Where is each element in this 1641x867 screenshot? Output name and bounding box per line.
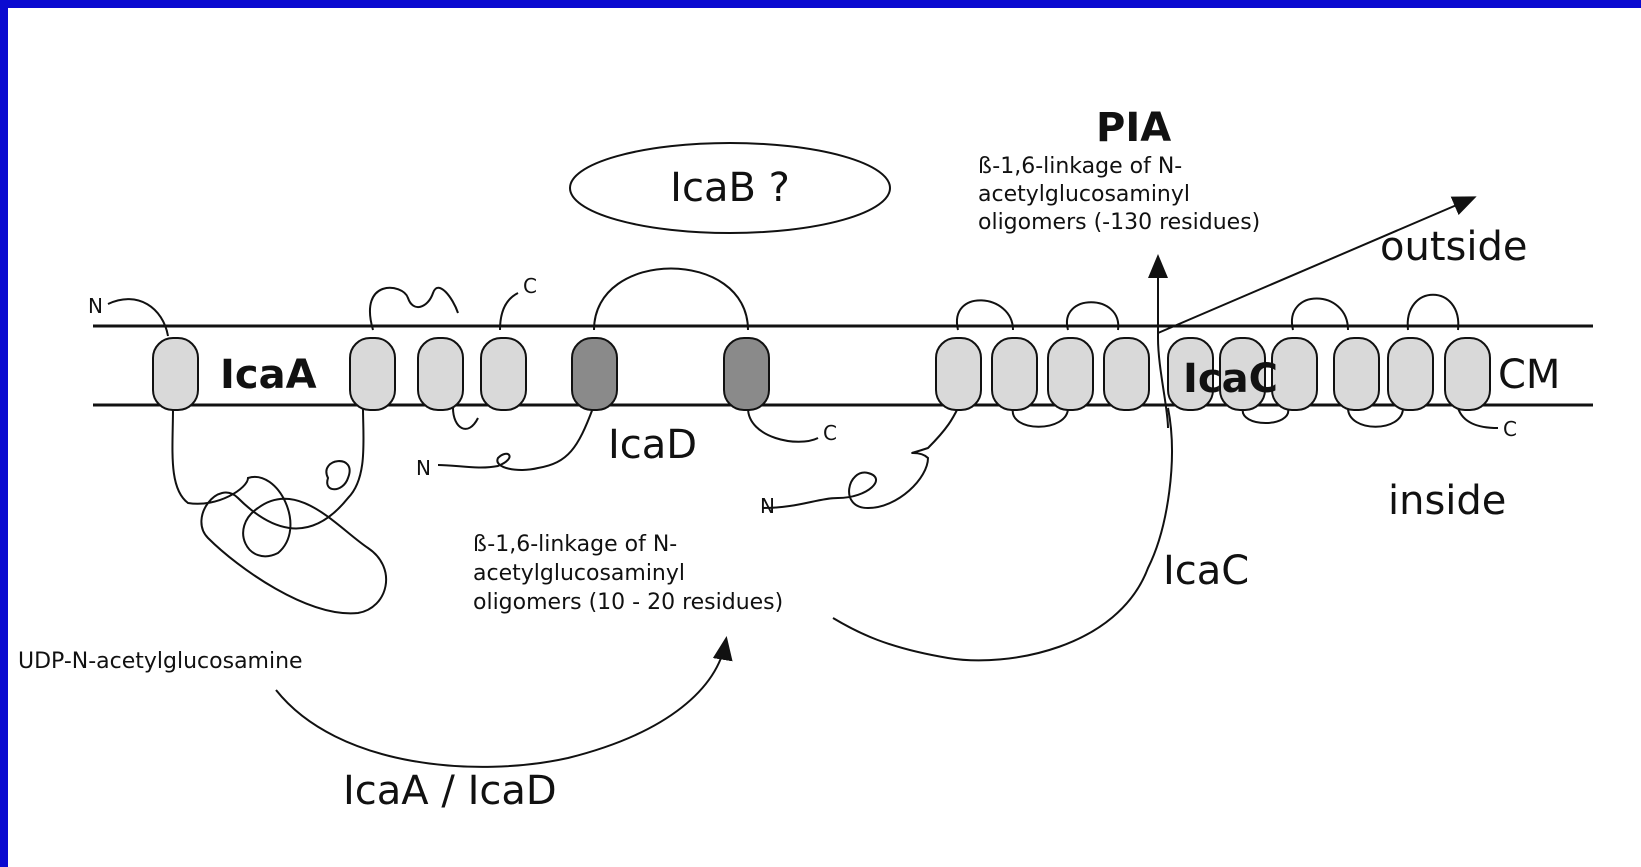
icab-ellipse <box>569 142 891 234</box>
icad-protein <box>437 267 819 471</box>
icaa-helix <box>480 337 527 411</box>
icac-helix <box>935 337 982 411</box>
icac-membrane-label: IcaC <box>1183 356 1278 402</box>
inside-label: inside <box>1388 478 1506 524</box>
icad-label: IcaD <box>608 422 697 468</box>
icab-label: IcaB ? <box>670 165 790 211</box>
udp-label: UDP-N-acetylglucosamine <box>18 649 303 674</box>
pia-export-arrow <box>1157 196 1477 334</box>
icaa-n-terminus: N <box>88 294 103 318</box>
icac-helix <box>1047 337 1094 411</box>
icad-helix <box>723 337 770 411</box>
icac-helices <box>935 337 1491 411</box>
icac-helix <box>1444 337 1491 411</box>
pia-desc-line: ß-1,6-linkage of N- <box>978 154 1182 179</box>
icac-helix <box>1387 337 1434 411</box>
icaa-icad-label: IcaA / IcaD <box>343 768 557 814</box>
icaa-helices <box>152 337 527 411</box>
cm-label: CM <box>1498 352 1560 398</box>
icac-helix <box>1219 337 1266 411</box>
pia-desc-line: oligomers (-130 residues) <box>978 210 1260 235</box>
synthesis-arrow <box>275 636 733 768</box>
oligo-desc-line: ß-1,6-linkage of N- <box>473 532 677 557</box>
pia-export-path <box>1148 254 1169 429</box>
icac-c-terminus: C <box>1503 417 1517 441</box>
oligo-desc-line: oligomers (10 - 20 residues) <box>473 590 783 615</box>
pia-label: PIA <box>1096 105 1171 151</box>
icac-helix <box>991 337 1038 411</box>
icac-lower-label: IcaC <box>1163 548 1249 594</box>
icac-protein <box>762 293 1499 662</box>
icac-helix <box>1271 337 1318 411</box>
icad-helix <box>571 337 618 411</box>
icaa-c-terminus: C <box>523 274 537 298</box>
icac-helix <box>1333 337 1380 411</box>
icaa-helix <box>417 337 464 411</box>
icaa-protein <box>107 286 519 615</box>
icad-n-terminus: N <box>416 456 431 480</box>
icac-n-terminus: N <box>760 494 775 518</box>
icad-helices <box>571 337 770 411</box>
oligo-desc-line: acetylglucosaminyl <box>473 561 685 586</box>
outside-label: outside <box>1380 224 1527 270</box>
icaa-helix <box>152 337 199 411</box>
pia-desc-line: acetylglucosaminyl <box>978 182 1190 207</box>
icaa-label: IcaA <box>220 352 317 398</box>
icad-c-terminus: C <box>823 421 837 445</box>
icac-helix <box>1167 337 1214 411</box>
icac-helix <box>1103 337 1150 411</box>
diagram-canvas: IcaB ? PIA ß-1,6-linkage of N- acetylglu… <box>8 8 1641 867</box>
ica-membrane-diagram: IcaB ? PIA ß-1,6-linkage of N- acetylglu… <box>18 105 1593 814</box>
icaa-helix <box>349 337 396 411</box>
